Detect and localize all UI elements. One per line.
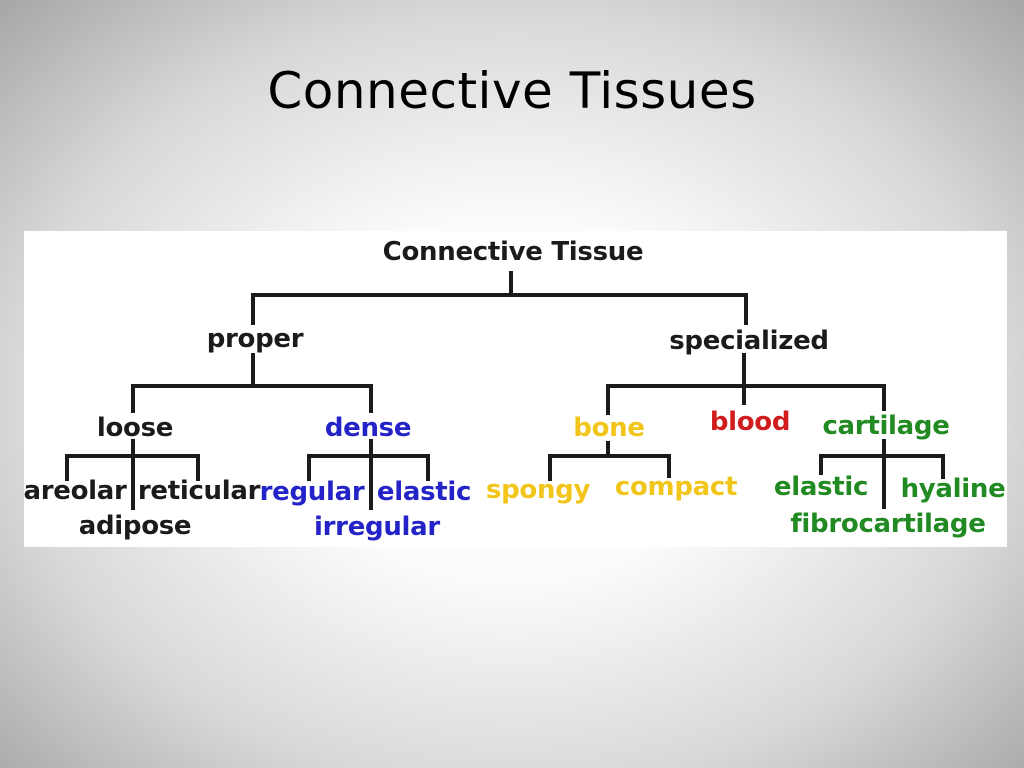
node-dense: dense bbox=[324, 413, 412, 443]
slide-title: Connective Tissues bbox=[267, 62, 757, 120]
connector-bone bbox=[548, 441, 671, 481]
connector-proper bbox=[131, 353, 373, 413]
connector-lines bbox=[65, 271, 945, 510]
connector-loose bbox=[65, 439, 200, 510]
node-irregular: irregular bbox=[314, 512, 440, 542]
node-dense-elastic: elastic bbox=[376, 477, 472, 507]
node-regular: regular bbox=[259, 477, 365, 507]
tissue-classification-diagram: Connective Tissue proper specialized loo… bbox=[23, 231, 1007, 547]
node-reticular: reticular bbox=[137, 476, 261, 506]
node-loose: loose bbox=[96, 413, 174, 443]
node-adipose: adipose bbox=[78, 511, 192, 541]
node-spongy: spongy bbox=[485, 475, 591, 505]
node-bone: bone bbox=[573, 413, 645, 443]
node-hyaline: hyaline bbox=[900, 474, 1006, 504]
node-compact: compact bbox=[614, 472, 738, 502]
node-blood: blood bbox=[709, 407, 791, 437]
connector-dense bbox=[307, 439, 430, 510]
node-cartilage: cartilage bbox=[822, 411, 950, 441]
node-areolar: areolar bbox=[23, 476, 127, 506]
node-connective-tissue: Connective Tissue bbox=[382, 237, 644, 267]
connector-cartilage bbox=[819, 439, 945, 509]
connector-root bbox=[251, 271, 748, 325]
node-proper: proper bbox=[206, 324, 304, 354]
connector-specialized bbox=[606, 353, 886, 415]
node-fibrocartilage: fibrocartilage bbox=[790, 509, 986, 539]
node-cartilage-elastic: elastic bbox=[773, 472, 869, 502]
node-specialized: specialized bbox=[669, 326, 829, 356]
